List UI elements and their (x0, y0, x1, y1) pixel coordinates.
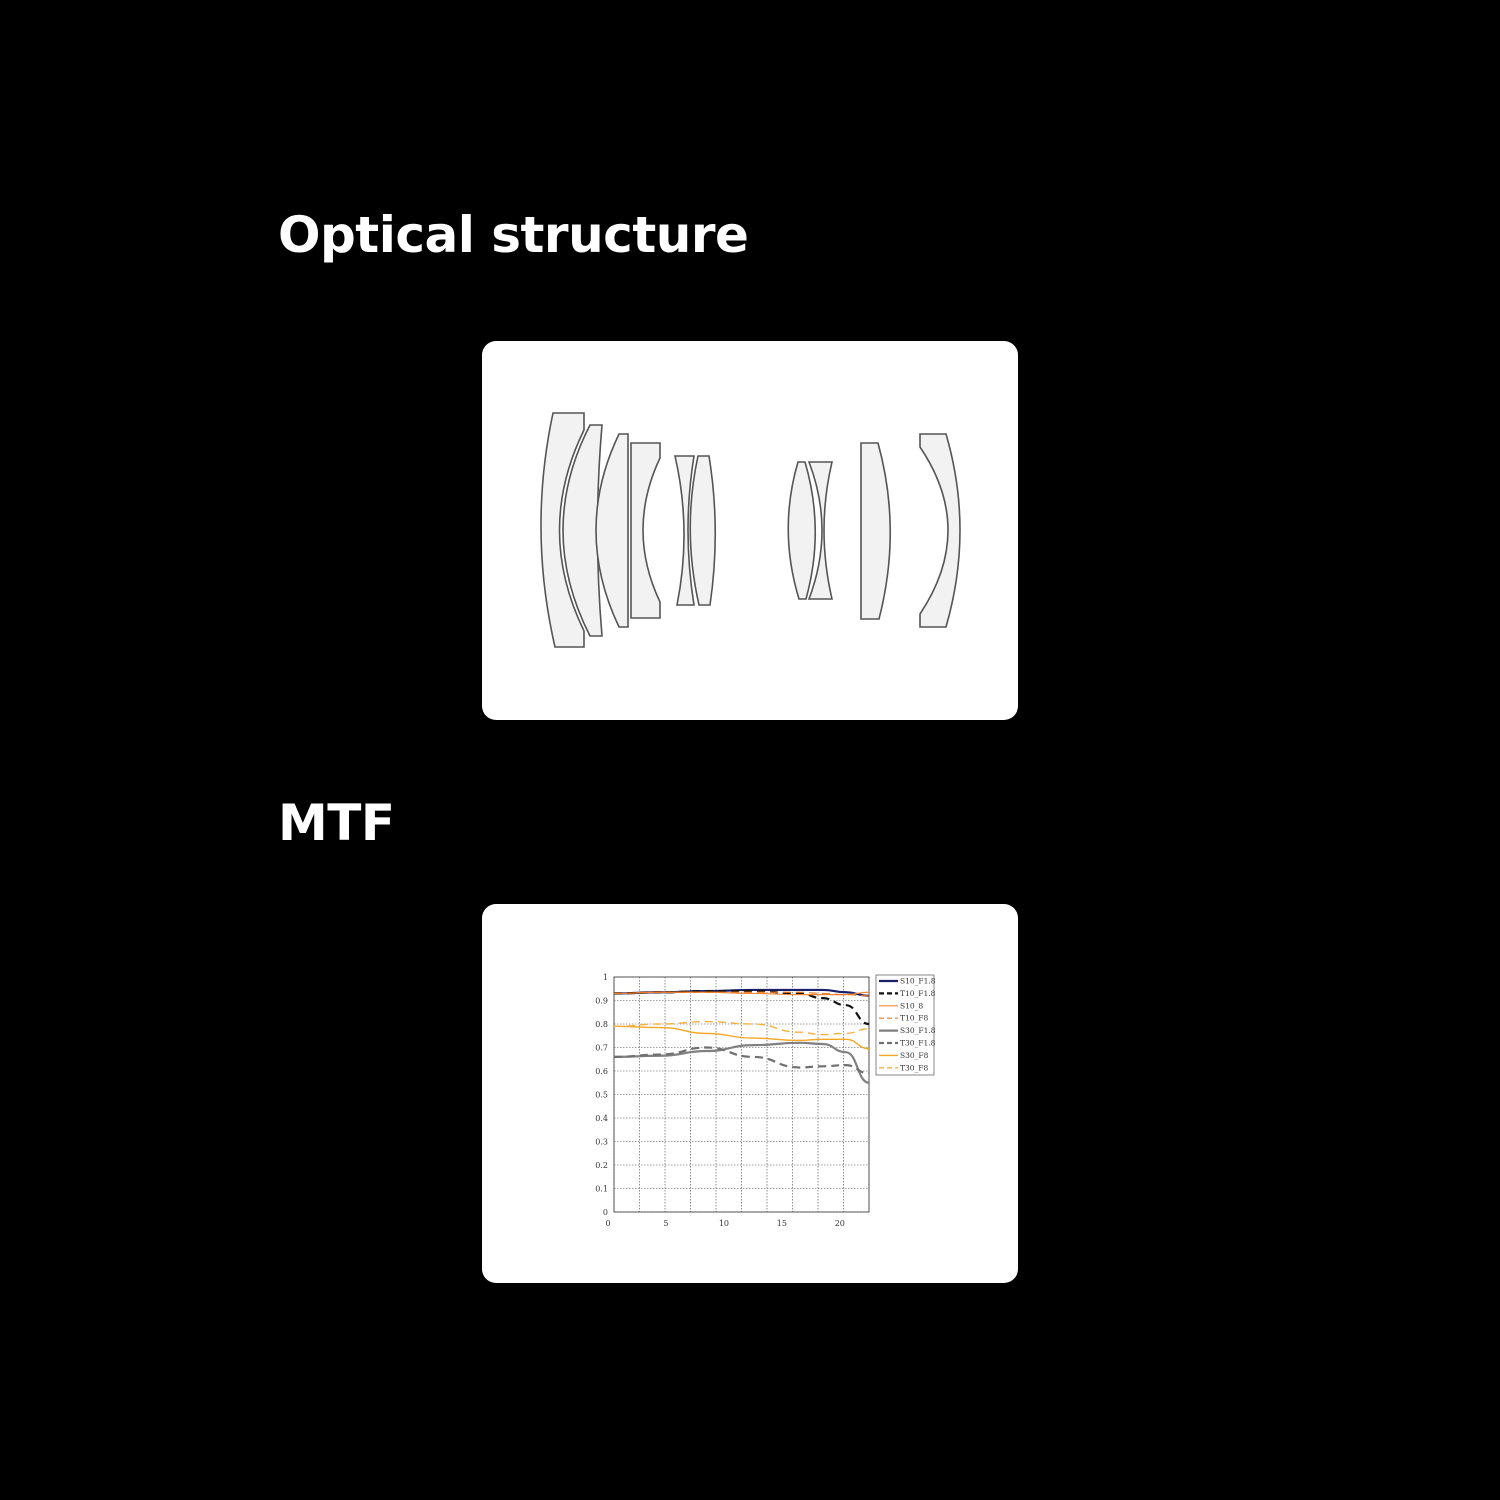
legend-label: S30_F1.8 (900, 1026, 936, 1035)
legend-label: S30_F8 (900, 1051, 929, 1060)
x-tick-label: 0 (605, 1219, 610, 1228)
x-tick-label: 10 (719, 1219, 729, 1228)
lens-element-2 (562, 424, 603, 637)
y-tick-label: 1 (603, 973, 608, 982)
legend-label: S10_F1.8 (900, 977, 936, 986)
y-tick-label: 0.6 (595, 1067, 608, 1076)
x-tick-label: 5 (663, 1219, 668, 1228)
x-tick-label: 20 (835, 1219, 845, 1228)
series-line-t10-f8 (613, 991, 870, 997)
series-line-t30-f8 (613, 1020, 870, 1036)
lens-element-4 (630, 442, 661, 619)
y-tick-label: 0.2 (595, 1161, 608, 1170)
y-tick-label: 0.8 (595, 1020, 608, 1029)
lens-element-8 (807, 461, 834, 600)
y-tick-label: 0.9 (595, 997, 608, 1006)
y-tick-label: 0.5 (595, 1091, 608, 1100)
lens-element-9 (860, 442, 892, 620)
lens-element-3 (595, 433, 629, 628)
mtf-title: MTF (278, 794, 395, 852)
lens-element-7 (787, 461, 817, 600)
y-tick-label: 0.1 (595, 1185, 608, 1194)
lens-element-10 (919, 433, 961, 628)
lens-element-1 (540, 412, 585, 648)
series-line-s30-f1-8 (613, 1041, 870, 1084)
y-tick-label: 0.4 (595, 1114, 608, 1123)
legend-label: T10_F1.8 (900, 989, 936, 998)
lens-element-5 (673, 455, 695, 606)
y-tick-label: 0 (603, 1208, 608, 1217)
y-tick-label: 0.3 (595, 1138, 608, 1147)
optical-structure-title: Optical structure (278, 206, 749, 264)
series-line-s30-f8 (613, 1025, 870, 1050)
y-tick-label: 0.7 (595, 1044, 608, 1053)
legend-label: S10_8 (900, 1001, 923, 1010)
legend-box (875, 974, 935, 1076)
legend-label: T10_F8 (900, 1014, 928, 1023)
lens-diagram (540, 412, 961, 648)
legend-label: T30_F1.8 (900, 1039, 936, 1048)
series-line-t30-f1-8 (613, 1046, 870, 1075)
legend-label: T30_F8 (900, 1063, 928, 1072)
plot-frame (613, 976, 870, 1213)
optical-structure-card (482, 341, 1018, 720)
x-tick-label: 15 (777, 1219, 787, 1228)
series-line-s10-8 (613, 991, 870, 996)
lens-element-6 (689, 455, 717, 606)
